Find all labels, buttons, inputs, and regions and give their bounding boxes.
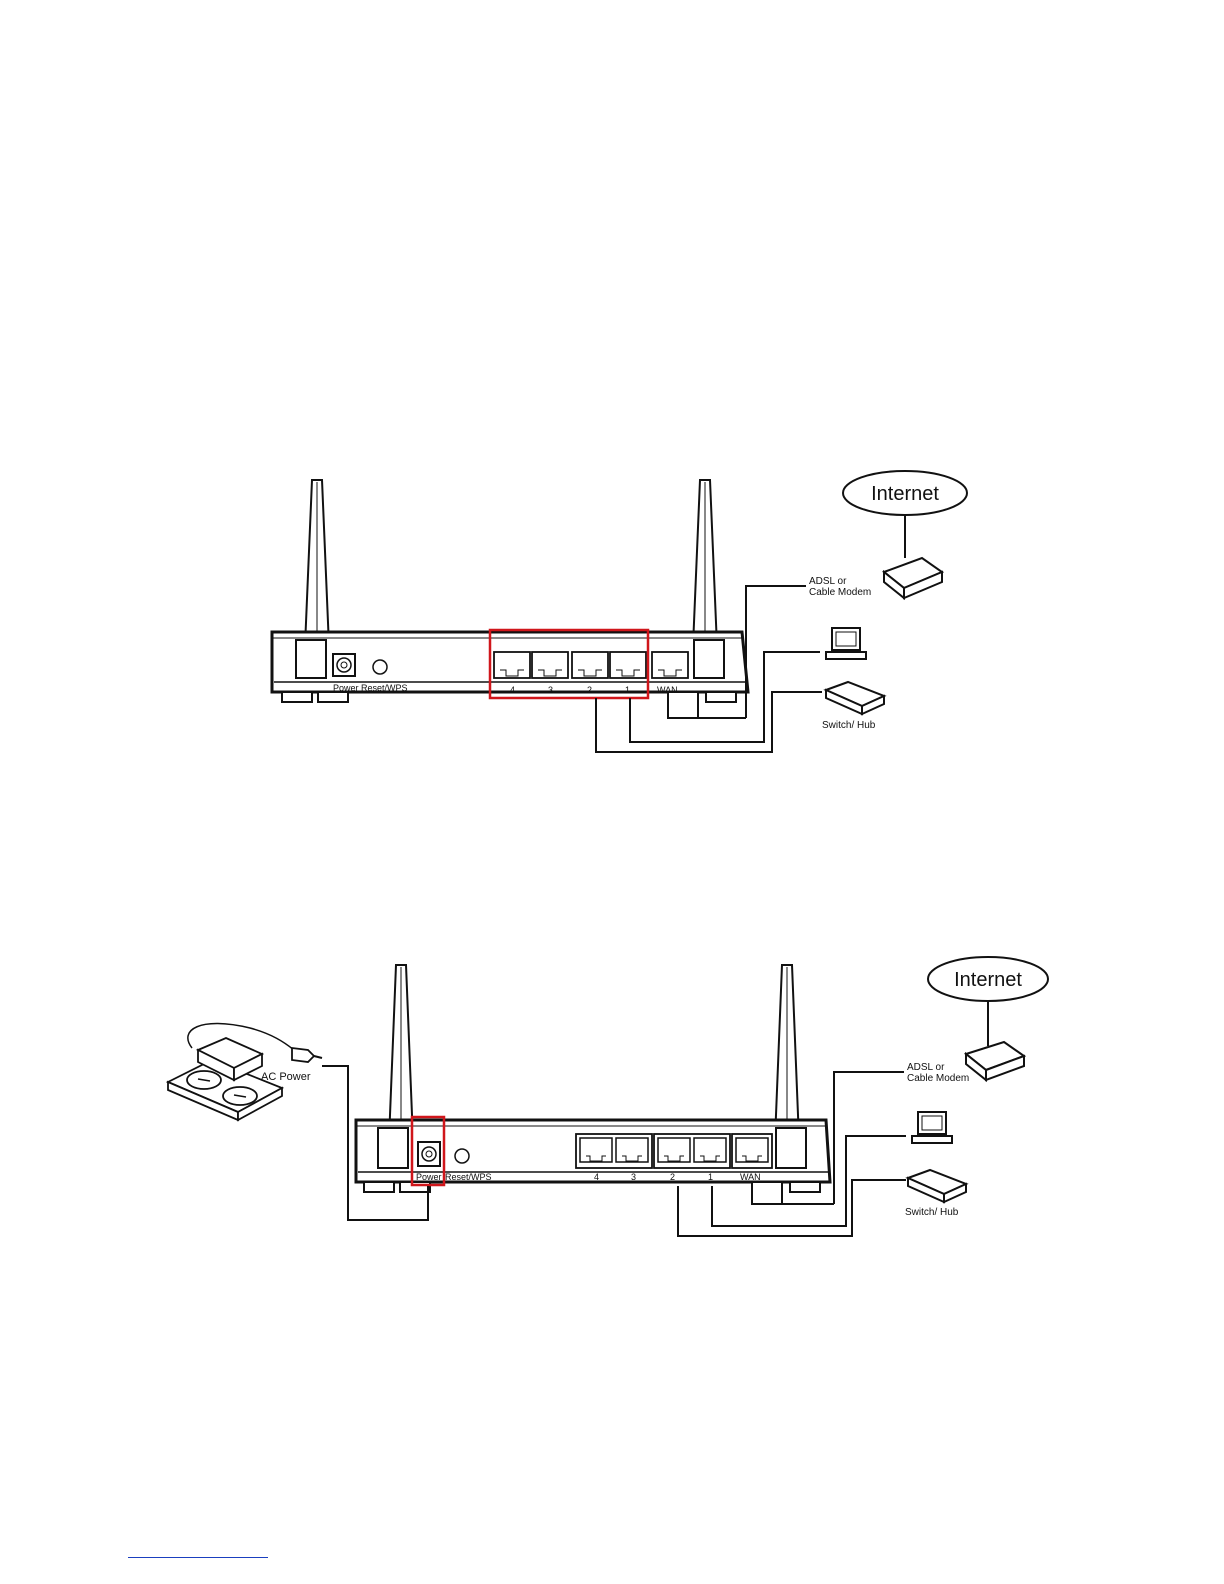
reset-button-icon <box>455 1149 469 1163</box>
modem-label-line2: Cable Modem <box>907 1073 969 1084</box>
port-label-1: 1 <box>708 1172 713 1182</box>
lan-connection-diagram: Power Reset/WPS 4 3 2 1 WAN Internet ADS… <box>0 460 1224 780</box>
modem-label-line1: ADSL or <box>907 1062 945 1073</box>
modem-icon <box>966 1042 1024 1080</box>
internet-label: Internet <box>954 969 1022 991</box>
reset-button-icon <box>373 660 387 674</box>
ac-power-label: AC Power <box>261 1071 311 1083</box>
switch-hub-label: Switch/ Hub <box>905 1207 959 1218</box>
switch-hub-label: Switch/ Hub <box>822 720 876 731</box>
footnote-separator <box>128 1557 268 1558</box>
modem-label-line1: ADSL or <box>809 576 847 587</box>
switch-hub-icon <box>826 682 884 714</box>
port-label-4: 4 <box>594 1172 599 1182</box>
modem-icon <box>884 558 942 598</box>
power-label: Power <box>416 1172 442 1182</box>
port-label-4: 4 <box>510 685 515 695</box>
computer-icon <box>826 628 866 659</box>
computer-icon <box>912 1112 952 1143</box>
wan-label: WAN <box>740 1172 761 1182</box>
port-label-3: 3 <box>631 1172 636 1182</box>
ethernet-ports <box>494 652 688 678</box>
power-jack-icon <box>333 654 355 676</box>
power-diagram-svg: Power Reset/WPS 4 3 2 1 WAN AC Power Int… <box>0 950 1224 1250</box>
reset-wps-label: Reset/WPS <box>445 1172 492 1182</box>
switch-hub-icon <box>908 1170 966 1202</box>
port-label-1: 1 <box>625 685 630 695</box>
port-label-2: 2 <box>587 685 592 695</box>
lan-diagram-svg: Power Reset/WPS 4 3 2 1 WAN Internet ADS… <box>0 460 1224 780</box>
modem-label-line2: Cable Modem <box>809 587 871 598</box>
power-connection-diagram: Power Reset/WPS 4 3 2 1 WAN AC Power Int… <box>0 950 1224 1250</box>
internet-label: Internet <box>871 483 939 505</box>
port-label-2: 2 <box>670 1172 675 1182</box>
port-label-3: 3 <box>548 685 553 695</box>
reset-wps-label: Reset/WPS <box>361 683 408 693</box>
power-label: Power <box>333 683 359 693</box>
wan-label: WAN <box>657 685 678 695</box>
power-jack-icon <box>418 1142 440 1166</box>
ethernet-ports <box>576 1134 772 1168</box>
